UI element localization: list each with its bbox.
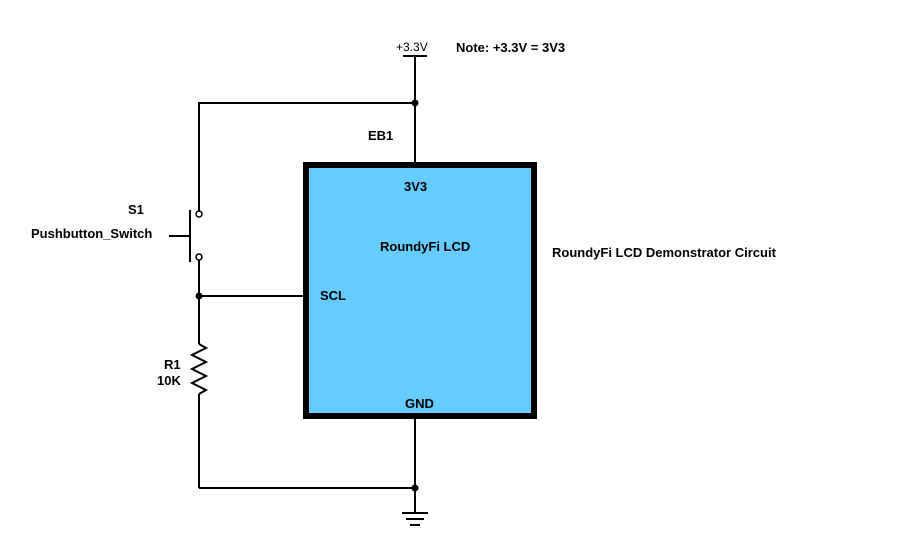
resistor-ref: R1 xyxy=(164,357,181,372)
switch-value: Pushbutton_Switch xyxy=(31,226,152,241)
lcd-pin-3v3: 3V3 xyxy=(404,179,427,194)
circuit-title: RoundyFi LCD Demonstrator Circuit xyxy=(552,245,777,260)
junction-dot-gnd xyxy=(411,484,419,492)
lcd-title: RoundyFi LCD xyxy=(380,239,470,254)
ground-net-wire xyxy=(199,418,419,513)
junction-dot-top xyxy=(411,99,419,107)
lcd-module xyxy=(303,162,537,419)
top-net-wire xyxy=(198,99,419,214)
supply-symbol xyxy=(403,55,427,163)
pushbutton-switch xyxy=(169,210,203,296)
ground-symbol xyxy=(402,512,428,526)
switch-ref: S1 xyxy=(128,202,144,217)
connector-ref: EB1 xyxy=(368,128,393,143)
supply-label: +3.3V xyxy=(396,40,428,54)
lcd-pin-scl: SCL xyxy=(320,288,346,303)
resistor-value: 10K xyxy=(157,373,181,388)
scl-net-wire xyxy=(195,292,306,300)
resistor xyxy=(189,296,209,488)
lcd-pin-gnd: GND xyxy=(405,396,434,411)
supply-note: Note: +3.3V = 3V3 xyxy=(456,40,565,55)
